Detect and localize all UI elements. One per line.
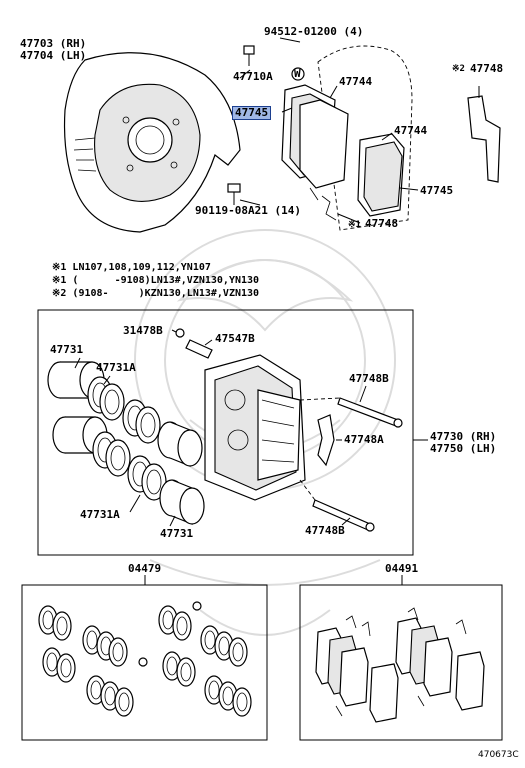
label-spring-clip: 47748A xyxy=(344,433,384,446)
brake-pad-group-top xyxy=(281,84,405,221)
label-caliper-assy: 47730 (RH) 47750 (LH) xyxy=(430,430,497,455)
label-seal-bottom: 47731A xyxy=(80,508,120,521)
label-bolt-90119: 90119-08A21 (14) xyxy=(195,204,301,217)
label-shim-top: 47744 xyxy=(339,75,373,88)
kit-04479-seals xyxy=(38,601,252,717)
label-kit-04479: 04479 xyxy=(128,562,162,575)
label-dust-shield: 47703 (RH) 47704 (LH) xyxy=(20,37,87,62)
label-mark-1: ※1 xyxy=(348,220,361,230)
note-line-3: ※2 (9108- )KZN130,LN13#,VZN130 xyxy=(52,288,260,299)
diagram-id: 470673C xyxy=(478,750,519,760)
label-bleeder-cap: 31478B xyxy=(123,324,163,337)
note-line-2: ※1 ( -9108)LN13#,VZN130,YN130 xyxy=(52,275,260,286)
dust-shield xyxy=(63,52,241,233)
label-mark-2: ※2 xyxy=(452,64,465,74)
bolt-90119 xyxy=(227,183,261,206)
label-clip-bottom: 47748 xyxy=(365,217,399,230)
label-shim-mid: 47744 xyxy=(394,124,428,137)
spring-clip xyxy=(317,414,335,467)
label-pad-right: 47745 xyxy=(420,184,454,197)
label-47710a: 47710A xyxy=(233,70,273,83)
label-bleeder-plug: 47547B xyxy=(215,332,255,345)
label-pad-highlighted[interactable]: 47745 xyxy=(232,106,272,120)
pistons-and-seals xyxy=(47,361,205,525)
pins xyxy=(299,385,403,532)
label-w-marker: W xyxy=(294,67,301,80)
label-pin-bottom: 47748B xyxy=(305,524,345,537)
bolt-94512 xyxy=(243,37,305,81)
caliper-assembly-frame xyxy=(37,309,414,556)
caliper-phantom-outline xyxy=(317,45,413,231)
label-kit-04491: 04491 xyxy=(385,562,419,575)
label-piston-left: 47731 xyxy=(50,343,84,356)
label-seal-left: 47731A xyxy=(96,361,136,374)
w-marker xyxy=(291,67,305,81)
label-piston-bottom: 47731 xyxy=(160,527,194,540)
bleeder-parts xyxy=(171,328,213,359)
kit-04491-frame xyxy=(299,584,503,741)
caliper-body xyxy=(204,354,306,501)
note-line-1: ※1 LN107,108,109,112,YN107 xyxy=(52,262,211,273)
label-bolt-94512: 94512-01200 (4) xyxy=(264,25,364,38)
kit-04491-pads xyxy=(315,607,485,723)
label-pin-top: 47748B xyxy=(349,372,389,385)
anti-squeal-clip-right xyxy=(467,95,501,183)
label-clip-right: 47748 xyxy=(470,62,504,75)
